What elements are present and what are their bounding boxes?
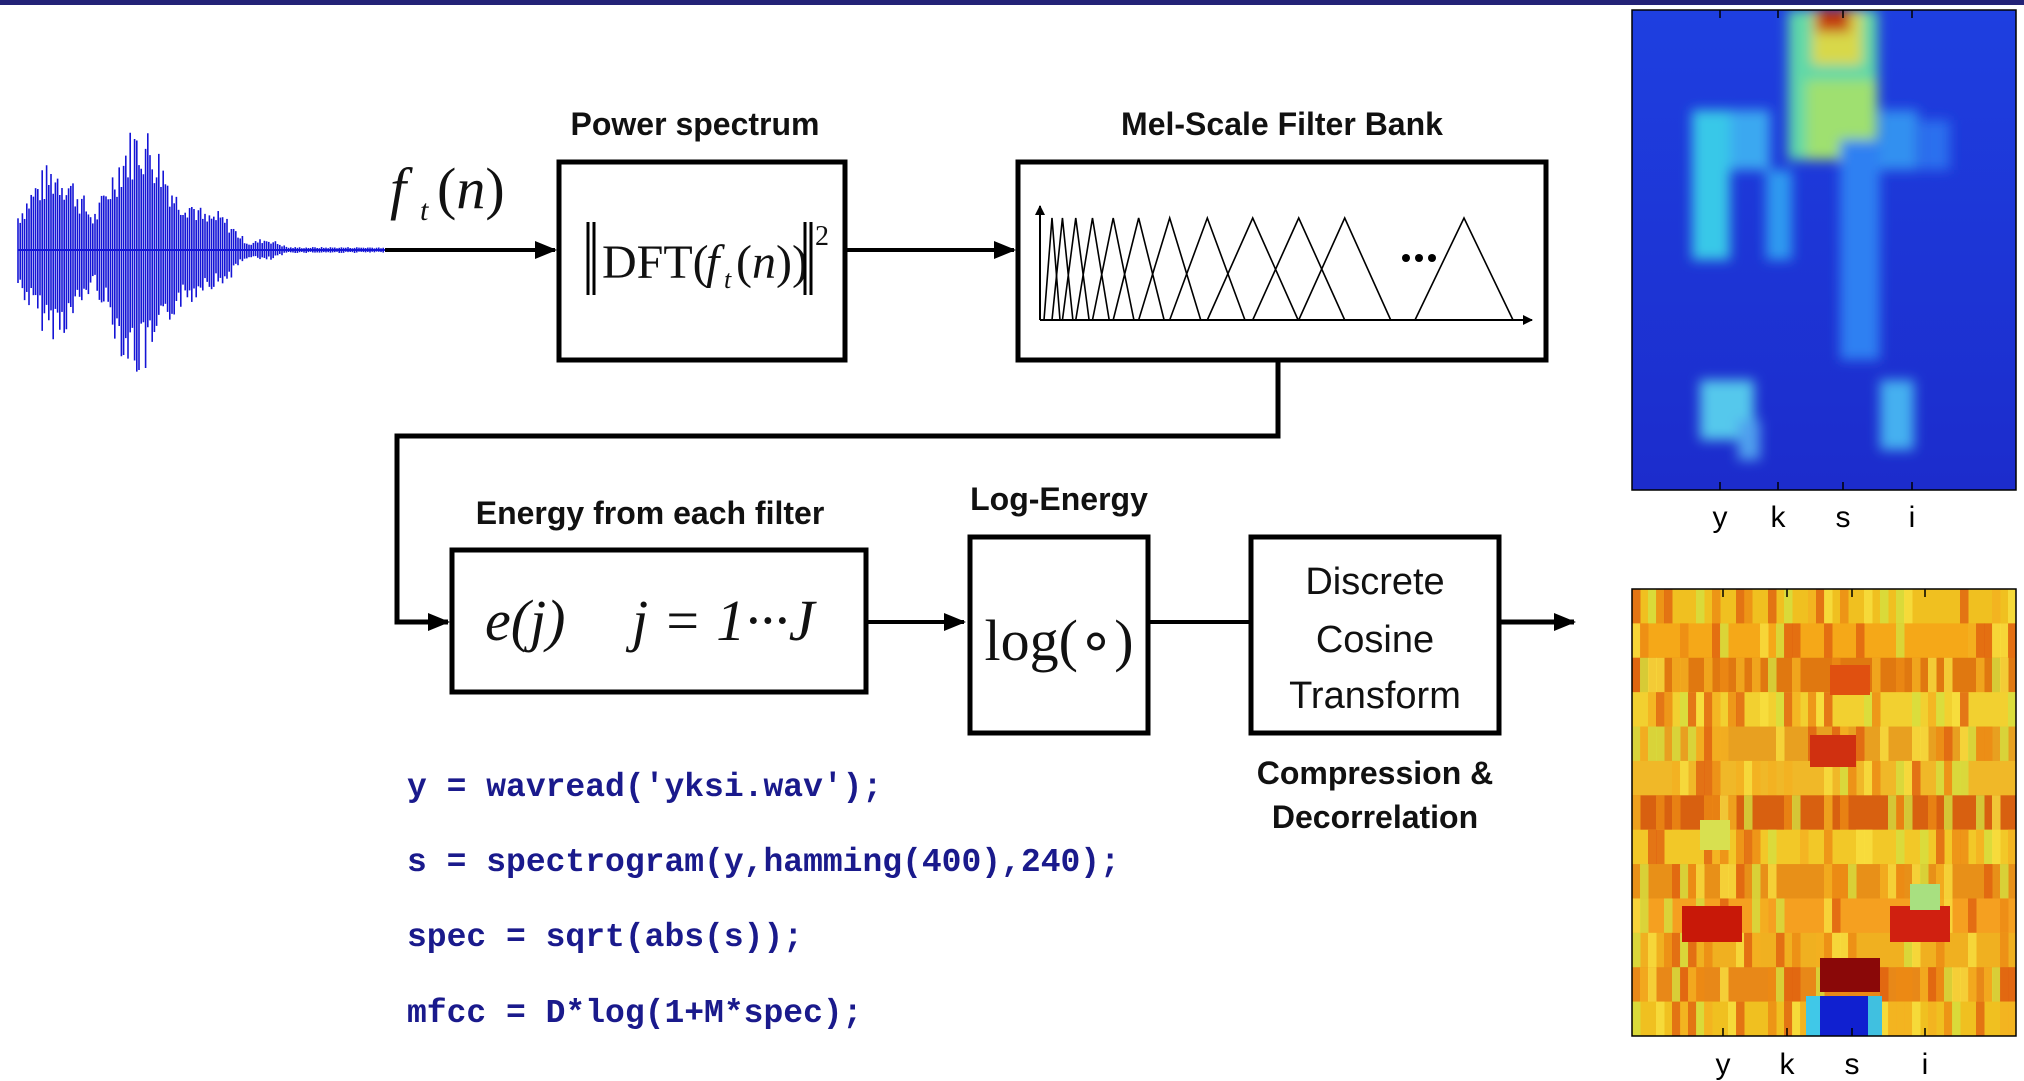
top-bar	[0, 0, 2024, 5]
log-energy-caption: Log-Energy	[970, 481, 1148, 517]
dct-line-2: Cosine	[1316, 619, 1434, 661]
spectrogram-tick-i: i	[1909, 501, 1916, 534]
arrow-mel-to-energy	[394, 360, 1281, 631]
dct-caption-1: Compression &	[1257, 755, 1493, 791]
code-line-3: spec = sqrt(abs(s));	[407, 919, 803, 956]
svg-text:2: 2	[815, 221, 829, 252]
code-line-1: y = wavread('yksi.wav');	[407, 769, 882, 806]
energy-block: Energy from each filter e(j) j = 1···J	[449, 495, 869, 695]
speech-waveform	[17, 132, 385, 372]
mfcc-tick-y: y	[1716, 1048, 1731, 1081]
power-spectrum-block: Power spectrum DFT( f t (n)) 2	[556, 106, 848, 363]
spectrogram-tick-s: s	[1836, 501, 1851, 534]
mfcc-tick-k: k	[1780, 1048, 1796, 1081]
mel-filter-bank-caption: Mel-Scale Filter Bank	[1121, 106, 1443, 142]
svg-text:t: t	[724, 265, 732, 294]
dct-caption-2: Decorrelation	[1272, 799, 1478, 835]
dct-line-1: Discrete	[1305, 561, 1444, 603]
matlab-code: y = wavread('yksi.wav'); s = spectrogram…	[407, 769, 1120, 1032]
power-spectrum-caption: Power spectrum	[571, 106, 820, 142]
log-formula: log(∘)	[984, 608, 1133, 673]
energy-caption: Energy from each filter	[476, 495, 825, 531]
spectrogram-tick-y: y	[1713, 501, 1728, 534]
svg-text:(n)): (n))	[736, 236, 808, 289]
dct-line-3: Transform	[1289, 675, 1461, 717]
log-energy-block: Log-Energy log(∘)	[967, 481, 1151, 736]
mfcc-coefficient-image: y k s i	[1631, 588, 2017, 1081]
svg-text:f: f	[390, 156, 413, 221]
mel-filter-bank-block: Mel-Scale Filter Bank	[1015, 106, 1549, 363]
energy-formula-e: e(j)	[485, 588, 566, 653]
energy-formula-j: j = 1···J	[625, 588, 818, 653]
code-line-2: s = spectrogram(y,hamming(400),240);	[407, 844, 1120, 881]
svg-text:t: t	[420, 194, 429, 227]
mel-filter-triangles	[1035, 205, 1533, 325]
dct-block: Discrete Cosine Transform Compression & …	[1248, 534, 1502, 835]
svg-text:DFT(: DFT(	[602, 236, 709, 289]
spectrogram-tick-k: k	[1771, 501, 1787, 534]
mfcc-tick-s: s	[1845, 1048, 1860, 1081]
input-signal-label: f t (n)	[390, 156, 505, 227]
code-line-4: mfcc = D*log(1+M*spec);	[407, 995, 862, 1032]
svg-text:(n): (n)	[437, 156, 505, 221]
mfcc-tick-i: i	[1922, 1048, 1929, 1081]
spectrogram-image: y k s i	[1631, 9, 2017, 534]
power-spectrum-formula: DFT( f t (n)) 2	[586, 221, 829, 295]
